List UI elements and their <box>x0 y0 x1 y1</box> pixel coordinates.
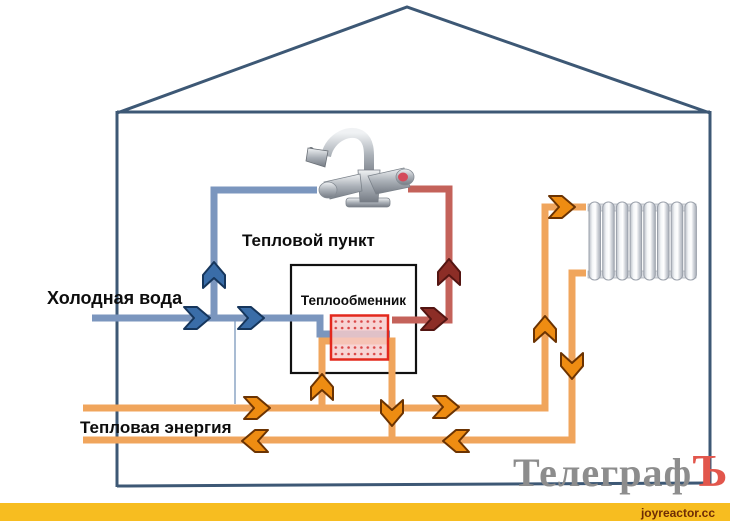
radiator-icon <box>587 201 697 281</box>
footer-site-label: joyreactor.cc <box>640 506 715 520</box>
heating-return-pipe <box>83 269 586 444</box>
heat-exchanger-block <box>329 314 390 361</box>
telegraf-watermark: ТелеграфЪ <box>513 448 728 496</box>
hot-water-pipe <box>392 185 453 324</box>
faucet-icon <box>305 127 415 208</box>
heat-energy-label: Тепловая энергия <box>80 418 232 437</box>
footer-bar <box>0 503 730 521</box>
cold-water-label: Холодная вода <box>47 288 183 308</box>
watermark-red-letter: Ъ <box>692 445 729 496</box>
heat-exchanger-label: Теплообменник <box>300 293 407 308</box>
watermark-gray-text: Телеграф <box>513 450 693 495</box>
heat-point-label: Тепловой пункт <box>242 231 375 250</box>
house-outline <box>115 5 712 488</box>
